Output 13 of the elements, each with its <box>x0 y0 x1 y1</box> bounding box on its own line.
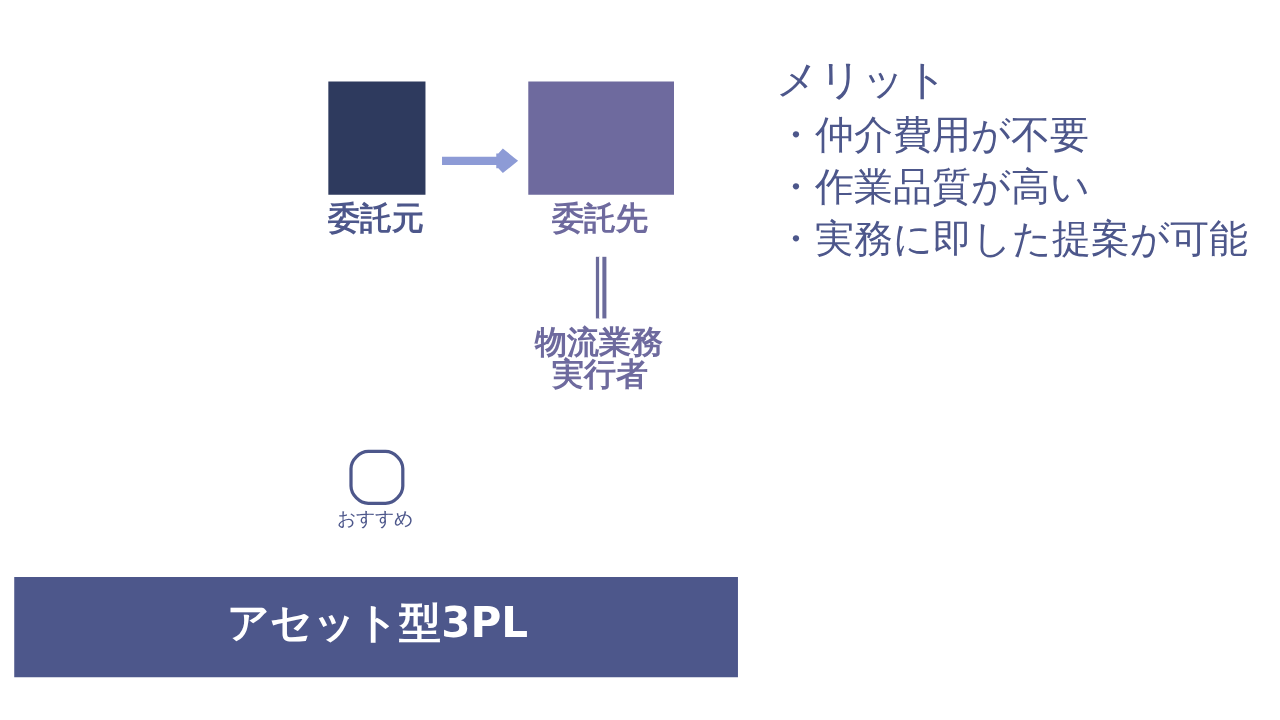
connector <box>595 256 607 319</box>
node-box: アセット型3PL <box>14 576 738 678</box>
label: ・仲介費用が不要 <box>776 112 1089 158</box>
label: ・実務に即した提案が可能 <box>776 215 1248 261</box>
node-box <box>328 81 426 195</box>
node-box <box>528 81 674 195</box>
node-text: 物流業務実行者 <box>534 322 663 394</box>
label: メリット <box>776 55 948 105</box>
node-label: 委託元 <box>327 198 424 237</box>
node-label: 委託先 <box>551 198 648 237</box>
label: おすすめ <box>337 507 414 531</box>
label: ・作業品質が高い <box>776 164 1090 210</box>
arrow <box>442 147 516 174</box>
